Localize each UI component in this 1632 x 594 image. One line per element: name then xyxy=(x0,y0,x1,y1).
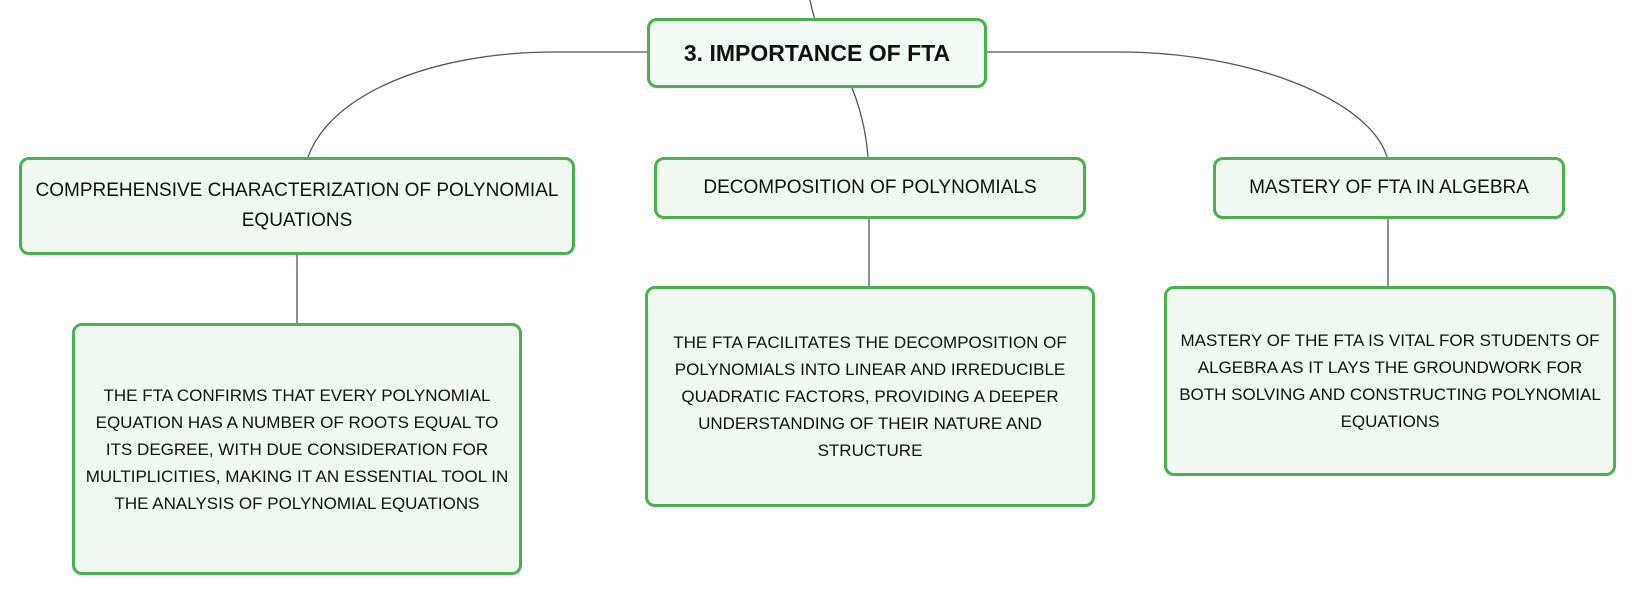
root-node[interactable]: 3. IMPORTANCE OF FTA xyxy=(647,18,987,88)
detail-node-text: THE FTA FACILITATES THE DECOMPOSITION OF… xyxy=(673,333,1067,460)
connector-root-to-comprehensive xyxy=(307,51,647,158)
detail-node-mastery[interactable]: MASTERY OF THE FTA IS VITAL FOR STUDENTS… xyxy=(1164,286,1616,476)
root-node-label: 3. IMPORTANCE OF FTA xyxy=(683,39,951,66)
connector-root-to-mastery xyxy=(987,51,1388,158)
connector-root-to-decomposition xyxy=(851,87,869,158)
connector-parent-to-root xyxy=(809,0,816,21)
topic-node-mastery[interactable]: MASTERY OF FTA IN ALGEBRA xyxy=(1213,157,1565,219)
topic-node-label: DECOMPOSITION OF POLYNOMIALS xyxy=(703,177,1037,198)
detail-node-text: MASTERY OF THE FTA IS VITAL FOR STUDENTS… xyxy=(1179,331,1601,431)
topic-node-label: MASTERY OF FTA IN ALGEBRA xyxy=(1249,177,1529,198)
detail-node-decomposition[interactable]: THE FTA FACILITATES THE DECOMPOSITION OF… xyxy=(645,286,1095,507)
detail-node-text: THE FTA CONFIRMS THAT EVERY POLYNOMIAL E… xyxy=(85,385,509,513)
topic-node-label: COMPREHENSIVE CHARACTERIZATION OF POLYNO… xyxy=(35,180,559,231)
topic-node-decomposition[interactable]: DECOMPOSITION OF POLYNOMIALS xyxy=(654,157,1086,219)
topic-node-comprehensive-characterization[interactable]: COMPREHENSIVE CHARACTERIZATION OF POLYNO… xyxy=(19,157,575,255)
detail-node-comprehensive-characterization[interactable]: THE FTA CONFIRMS THAT EVERY POLYNOMIAL E… xyxy=(72,323,522,575)
